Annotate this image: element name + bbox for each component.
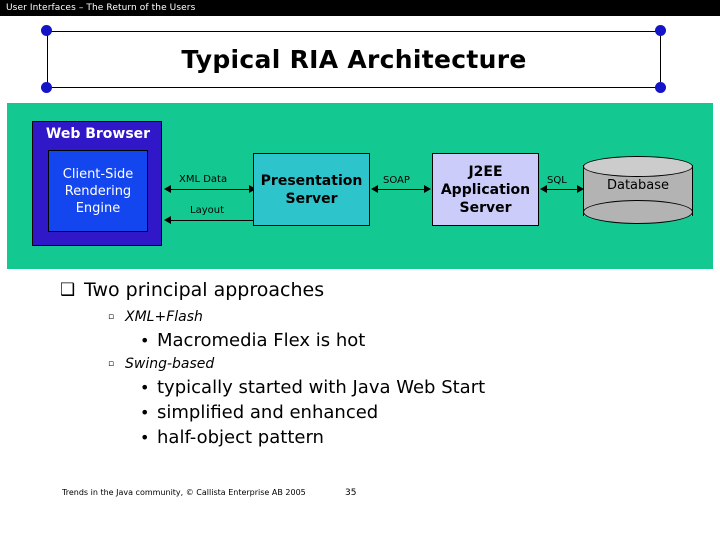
connector-soap-line [374, 189, 428, 190]
connector-sql-arrow-left [540, 185, 547, 193]
connector-layout-arrow-left [164, 216, 171, 224]
resize-handle-bottom-left[interactable] [41, 82, 52, 93]
small-square-bullet-icon: ▫ [108, 312, 115, 322]
database-cylinder-top [583, 156, 693, 177]
small-square-bullet-icon: ▫ [108, 359, 115, 369]
slide-footer-copyright: Trends in the Java community, © Callista… [62, 488, 306, 497]
bullet-level3-macromedia-flex: • Macromedia Flex is hot [140, 330, 366, 351]
node-web-browser[interactable]: Web Browser Client-Side Rendering Engine [32, 121, 162, 246]
selection-border-right [660, 31, 661, 88]
bullet-level2-swing-based: ▫ Swing-based [108, 356, 215, 372]
node-database-label: Database [606, 178, 670, 193]
connector-soap-arrow-right [424, 185, 431, 193]
client-engine-line-1: Client-Side [62, 166, 134, 182]
bullet-level1-two-principal-approaches: ❑ Two principal approaches [60, 279, 325, 301]
client-engine-line-3: Engine [75, 200, 121, 216]
client-engine-line-2: Rendering [64, 183, 132, 199]
node-web-browser-label: Web Browser [45, 126, 151, 142]
bullet-level3-simplified-enhanced: • simplified and enhanced [140, 402, 379, 423]
connector-label-sql: SQL [547, 175, 567, 186]
selection-border-left [47, 31, 48, 88]
resize-handle-top-left[interactable] [41, 25, 52, 36]
slide-page-number: 35 [345, 488, 357, 498]
presentation-server-line-1: Presentation [260, 172, 363, 189]
round-bullet-icon: • [140, 428, 150, 447]
node-client-side-rendering-engine[interactable]: Client-Side Rendering Engine [48, 150, 148, 232]
slide-body-content: ❑ Two principal approaches ▫ XML+Flash •… [60, 278, 680, 451]
database-cylinder-bottom [583, 200, 693, 224]
node-presentation-server[interactable]: Presentation Server [253, 153, 370, 226]
bullet-level2-xml-flash: ▫ XML+Flash [108, 309, 203, 325]
j2ee-line-2: Application [440, 181, 531, 198]
round-bullet-icon: • [140, 331, 150, 350]
bullet-level3-java-web-start: • typically started with Java Web Start [140, 377, 486, 398]
selection-border-bottom [47, 87, 661, 88]
node-j2ee-application-server[interactable]: J2EE Application Server [432, 153, 539, 226]
resize-handle-bottom-right[interactable] [655, 82, 666, 93]
architecture-diagram-panel: Web Browser Client-Side Rendering Engine… [7, 103, 713, 269]
connector-label-layout: Layout [190, 205, 224, 216]
page-title: Typical RIA Architecture [181, 45, 527, 74]
connector-xml-data-line [167, 189, 253, 190]
presentation-server-line-2: Server [285, 190, 338, 207]
square-bullet-icon: ❑ [60, 280, 76, 300]
connector-label-xml-data: XML Data [179, 174, 228, 185]
connector-sql-line [543, 189, 581, 190]
j2ee-line-1: J2EE [468, 163, 503, 180]
connector-sql-arrow-right [577, 185, 584, 193]
selection-border-top [47, 31, 661, 32]
round-bullet-icon: • [140, 403, 150, 422]
connector-layout-line [167, 220, 253, 221]
connector-label-soap: SOAP [383, 175, 410, 186]
slide-header-bar: User Interfaces – The Return of the User… [0, 0, 720, 16]
j2ee-line-3: Server [459, 199, 512, 216]
connector-xml-data-arrow-right [249, 185, 256, 193]
round-bullet-icon: • [140, 378, 150, 397]
bullet-level3-half-object-pattern: • half-object pattern [140, 427, 324, 448]
node-database[interactable]: Database [583, 156, 693, 225]
connector-soap-arrow-left [371, 185, 378, 193]
title-textbox-selection-frame[interactable]: Typical RIA Architecture [41, 25, 666, 93]
resize-handle-top-right[interactable] [655, 25, 666, 36]
connector-xml-data-arrow-left [164, 185, 171, 193]
